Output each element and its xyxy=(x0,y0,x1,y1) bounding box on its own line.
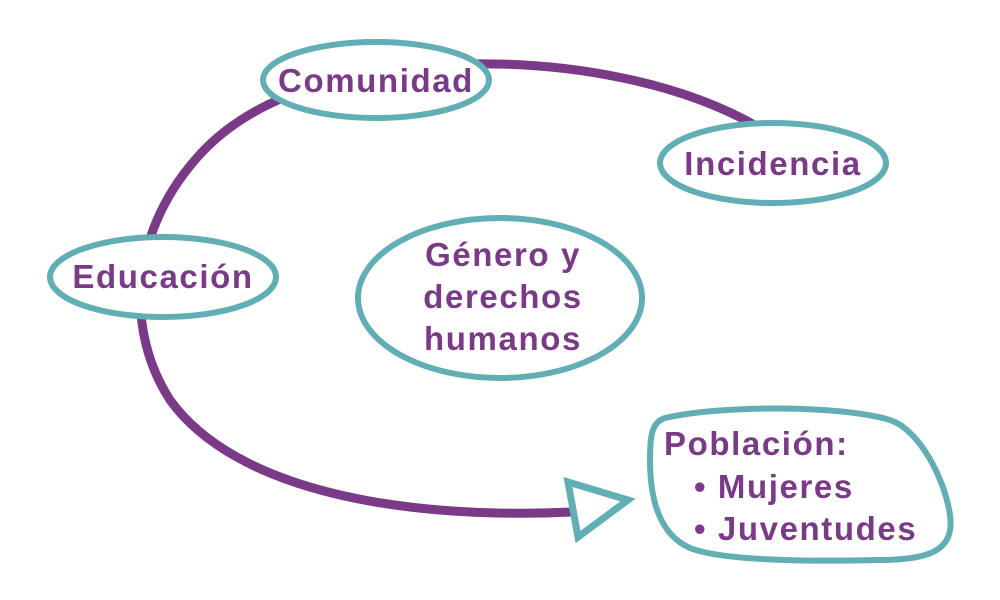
node-educacion: Educación xyxy=(47,234,279,320)
node-label: Comunidad xyxy=(278,62,474,99)
node-label: Incidencia xyxy=(684,145,861,182)
center-line-2: derechos xyxy=(423,278,583,315)
center-line-3: humanos xyxy=(424,320,582,357)
node-center: Género y derechos humanos xyxy=(355,215,645,381)
center-line-1: Género y xyxy=(425,236,581,273)
node-label: Educación xyxy=(72,258,253,295)
node-poblacion: Población: • Mujeres • Juventudes xyxy=(646,405,954,564)
cycle-arc xyxy=(136,59,761,518)
arrow-head xyxy=(563,477,636,544)
poblacion-title: Población: xyxy=(664,425,849,462)
node-comunidad: Comunidad xyxy=(260,39,492,121)
poblacion-item-juventudes: • Juventudes xyxy=(694,510,917,547)
poblacion-item-mujeres: • Mujeres xyxy=(694,468,854,505)
node-incidencia: Incidencia xyxy=(657,120,889,206)
